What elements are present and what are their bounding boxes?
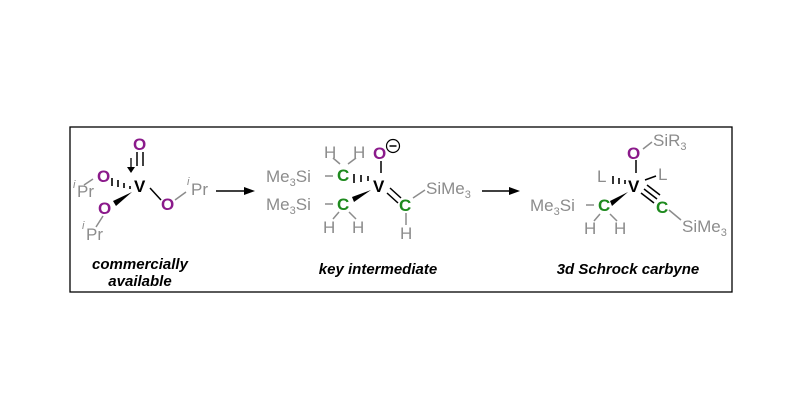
scheme-frame bbox=[69, 126, 733, 293]
atom-h-upper-right: H bbox=[353, 143, 365, 162]
atom-o-bottom: O bbox=[98, 199, 111, 218]
c-sime3-bond bbox=[668, 209, 682, 221]
molecule-schrock-carbyne: O SiR3 L L V C C H H Me3Si SiMe3 bbox=[530, 131, 727, 239]
v-o-bond-right bbox=[149, 187, 162, 201]
upper-c-h-bond-1 bbox=[332, 157, 341, 165]
atom-v: V bbox=[373, 177, 385, 196]
label-key-intermediate: key intermediate bbox=[319, 261, 437, 278]
atom-o: O bbox=[627, 144, 640, 163]
atom-h-right: H bbox=[614, 219, 626, 238]
c-h-bond-2 bbox=[609, 213, 618, 222]
wedge-bond bbox=[352, 190, 371, 202]
label-commercially: commercially bbox=[92, 256, 189, 273]
ipr-bottom: Pr bbox=[86, 225, 103, 244]
group-me3si-upper: Me3Si bbox=[266, 167, 311, 189]
wedge-bond bbox=[113, 192, 132, 206]
reaction-arrow-1 bbox=[216, 187, 255, 195]
v-c-triple-bond-1 bbox=[646, 184, 661, 196]
arrow-head-1 bbox=[244, 187, 255, 195]
atom-c-carbyne: C bbox=[656, 198, 668, 217]
group-sir3: SiR3 bbox=[653, 131, 687, 153]
atom-o-top: O bbox=[133, 135, 146, 154]
atom-h-lower-left: H bbox=[323, 218, 335, 237]
dative-arrow-head bbox=[127, 167, 135, 173]
c-sime3-bond bbox=[412, 189, 426, 199]
atom-c-alkyl: C bbox=[598, 196, 610, 215]
group-me3si: Me3Si bbox=[530, 196, 575, 218]
atom-v: V bbox=[134, 177, 146, 196]
ipr-right-superscript: i bbox=[187, 176, 190, 188]
reaction-arrow-2 bbox=[482, 187, 520, 195]
minus-circle-icon bbox=[385, 138, 401, 154]
lower-c-h-bond-1 bbox=[332, 211, 340, 220]
label-available: available bbox=[108, 273, 171, 290]
v-l-bond bbox=[644, 175, 657, 181]
ipr-left: Pr bbox=[77, 182, 94, 201]
arrow-head-2 bbox=[509, 187, 520, 195]
label-schrock-carbyne: 3d Schrock carbyne bbox=[557, 261, 700, 278]
lower-c-h-bond-2 bbox=[348, 211, 357, 220]
v-c-triple-bond-2 bbox=[643, 188, 658, 200]
group-me3si-lower: Me3Si bbox=[266, 195, 311, 217]
atom-o-right: O bbox=[161, 195, 174, 214]
o-ipr-bond-right bbox=[174, 191, 187, 201]
atom-v: V bbox=[628, 177, 640, 196]
ipr-bottom-superscript: i bbox=[82, 220, 85, 232]
ipr-right: Pr bbox=[191, 180, 208, 199]
ipr-left-superscript: i bbox=[73, 179, 76, 191]
atom-h-upper-left: H bbox=[324, 143, 336, 162]
o-ipr-bond-left bbox=[83, 178, 94, 186]
v-c-double-bond-2 bbox=[386, 192, 399, 204]
atom-c-carbene: C bbox=[399, 196, 411, 215]
group-sime3: SiMe3 bbox=[682, 217, 727, 239]
c-h-bond-1 bbox=[593, 213, 601, 222]
molecule-vanadyl-isopropoxide: O V O O O i Pr i Pr i Pr bbox=[73, 135, 208, 244]
atom-c-upper: C bbox=[337, 166, 349, 185]
atom-c-lower: C bbox=[337, 195, 349, 214]
atom-h-carbene: H bbox=[400, 224, 412, 243]
o-sir3-bond bbox=[642, 141, 653, 150]
v-c-double-bond-1 bbox=[389, 187, 402, 199]
v-c-triple-bond-3 bbox=[640, 192, 655, 204]
atom-h-left: H bbox=[584, 219, 596, 238]
group-sime3: SiMe3 bbox=[426, 179, 471, 201]
atom-l-right: L bbox=[658, 165, 667, 184]
wedge-bond bbox=[610, 192, 628, 206]
atom-o: O bbox=[373, 144, 386, 163]
molecule-key-intermediate: O V C C C H H H H H Me3Si Me3Si SiMe3 bbox=[266, 138, 471, 243]
upper-c-h-bond-2 bbox=[347, 157, 357, 165]
atom-l-left: L bbox=[597, 167, 606, 186]
o-ipr-bond-bottom bbox=[95, 215, 104, 228]
atom-h-lower-right: H bbox=[352, 218, 364, 237]
atom-o-left: O bbox=[97, 167, 110, 186]
